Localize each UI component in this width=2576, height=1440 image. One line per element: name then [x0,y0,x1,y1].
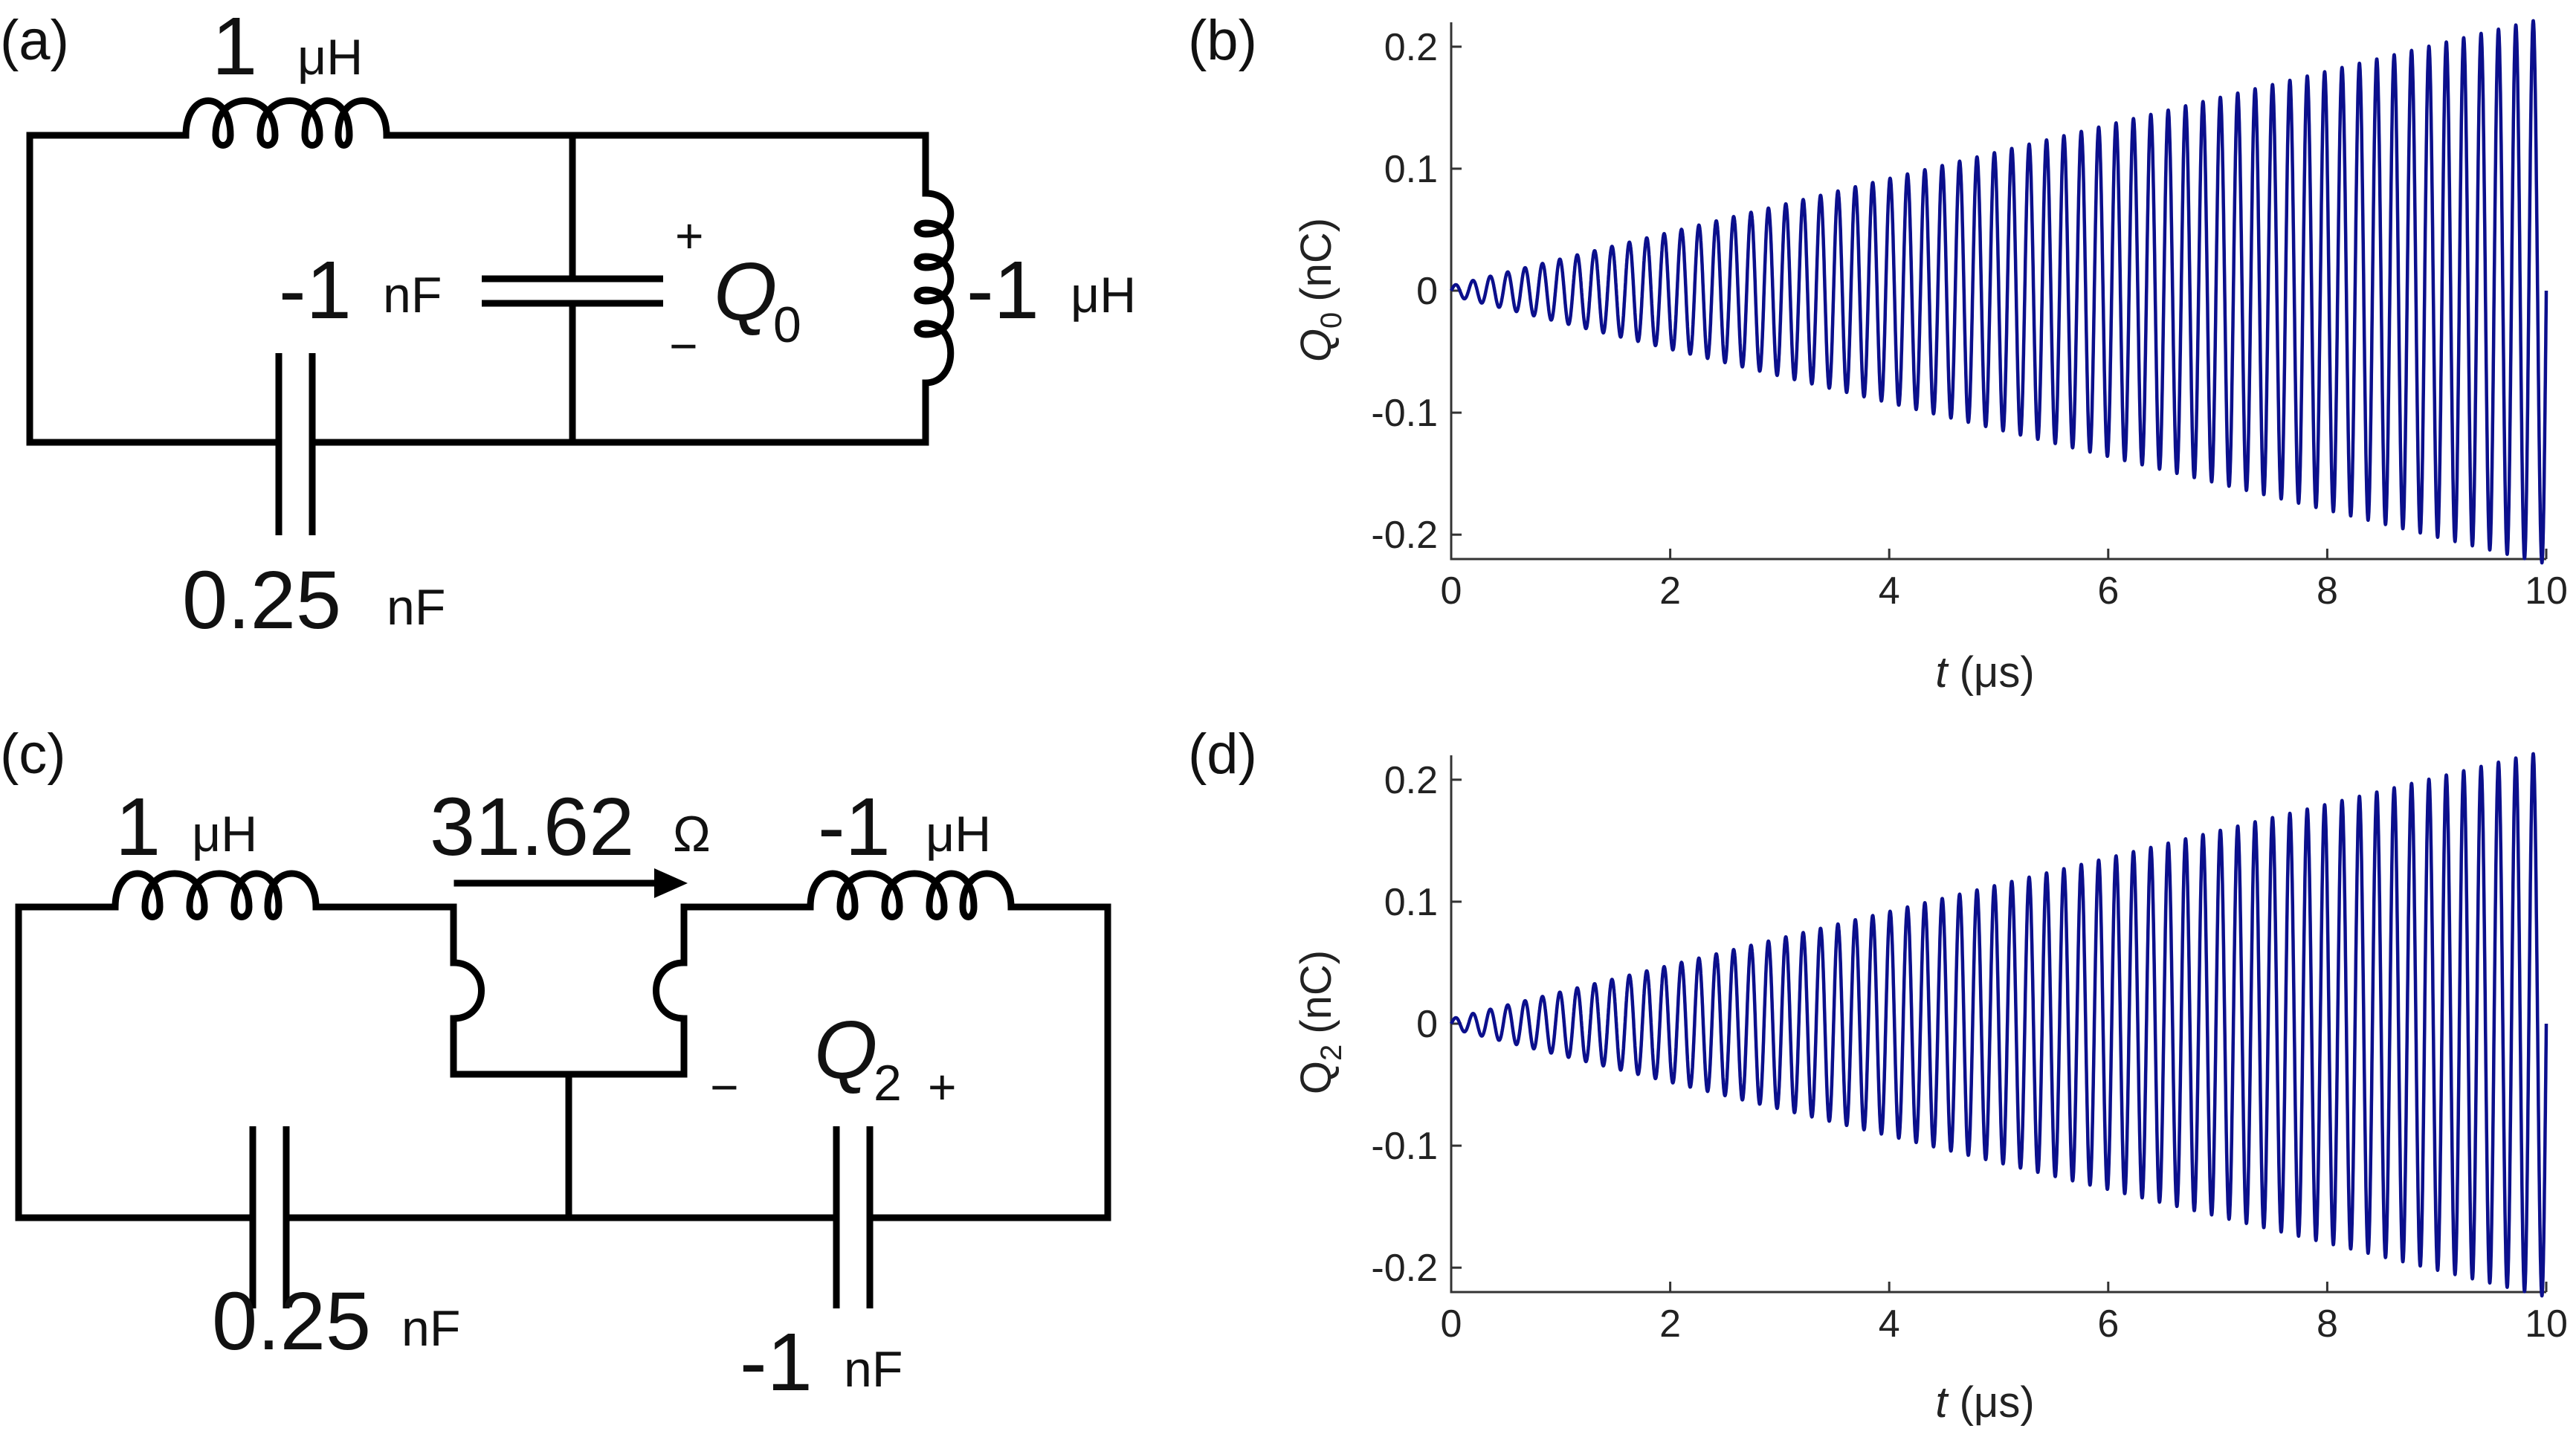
panel-c-inductor-left-value: 1 [115,781,161,873]
panel-c-cap-right-unit: nF [844,1341,903,1398]
panel-a-minus-sign: − [669,318,698,373]
panel-d-series-line [1449,752,2548,1298]
panel-c-gyrator-left-port [450,959,485,1022]
panel-b-ytick-label: 0.1 [1384,148,1438,191]
panel-a-inductor-top-value: 1 [212,1,257,92]
svg-text:Q0(nC): Q0 (nC) [1292,218,1348,362]
panel-c-cap-left-unit: nF [401,1300,460,1357]
panel-d-xtick-label: 6 [2097,1302,2119,1346]
panel-b-ylabel-sub: 0 [1315,312,1348,329]
panel-d-tag: (d) [1188,723,1257,786]
panel-c-cap-right-value: -1 [740,1317,813,1408]
panel-c-gyrator-unit: Ω [673,806,711,862]
panel-b-ytick-label: 0 [1416,270,1438,313]
panel-b-xlabel: t (μs) [1935,648,2034,697]
panel-c-cap-left-value: 0.25 [212,1276,371,1367]
panel-d-xtick-label: 8 [2317,1302,2338,1346]
panel-d-ytick-label: 0 [1416,1003,1438,1046]
panel-c: (c) 1 μH 31.62 Ω -1 μH − Q 2 + 0.25 nF [0,723,1111,1408]
panel-a-wires [26,132,929,446]
panel-a-plus-sign: + [675,208,704,263]
panel-d-ylabel-sub: 2 [1315,1045,1348,1061]
panel-d-ytick-label: 0.2 [1384,759,1438,802]
panel-d-ylabel-unit: (nC) [1292,950,1340,1034]
panel-d-xtick-label: 2 [1659,1302,1681,1346]
panel-d-ytick-label: -0.1 [1371,1125,1438,1168]
panel-a-inductor-right-unit: μH [1071,267,1136,323]
panel-d-xtick-label: 10 [2525,1302,2568,1346]
panel-d-ytick-label: -0.2 [1371,1247,1438,1290]
panel-b-xtick-label: 4 [1879,569,1900,613]
panel-b-xtick-label: 6 [2097,569,2119,613]
panel-a-inductor-top-unit: μH [297,29,363,85]
panel-c-inductor-right [807,870,1015,920]
panel-b-ylabel-unit: (nC) [1292,218,1340,302]
panel-b-xtick-label: 8 [2317,569,2338,613]
panel-b-xtick-label: 2 [1659,569,1681,613]
panel-c-inductor-right-value: -1 [818,781,891,873]
panel-a-inductor-right-value: -1 [966,245,1039,336]
panel-a: (a) 1 μH -1 nF + − Q 0 -1 μH 0.25 nF [0,1,1136,646]
panel-b-plot: 0 2 4 6 8 10 0.2 0.1 0 -0.1 -0.2 [1371,19,2568,613]
panel-c-inductor-left-unit: μH [192,806,257,862]
panel-a-cap-bottom-value: 0.25 [182,555,341,646]
panel-d-ylabel: Q2 (nC) [1292,950,1348,1094]
panel-b-ytick-label: -0.2 [1371,514,1438,557]
panel-b-xtick-label: 0 [1441,569,1462,613]
panel-b-xlabel-unit: (μs) [1960,648,2035,697]
panel-d-plot: 0 2 4 6 8 10 0.2 0.1 0 -0.1 -0.2 [1371,752,2568,1346]
panel-a-cap-mid-unit: nF [383,267,442,323]
panel-b-xlabel-symbol: t [1935,648,1949,697]
panel-b-ylabel-symbol: Q [1292,329,1340,362]
panel-b-ytick-label: 0.2 [1384,26,1438,69]
panel-a-inductor-right [914,190,955,387]
panel-c-charge-symbol: Q [814,1004,878,1096]
panel-d-xtick-label: 0 [1441,1302,1462,1346]
panel-a-cap-bottom-unit: nF [387,579,445,636]
panel-b-ytick-label: -0.1 [1371,392,1438,435]
panel-d-xtick-label: 4 [1879,1302,1900,1346]
panel-c-inductor-left [112,870,320,920]
panel-c-minus-sign: − [710,1059,739,1114]
panel-d-xlabel-unit: (μs) [1960,1378,2035,1427]
panel-c-plus-sign: + [928,1059,957,1114]
panel-c-tag: (c) [0,723,66,786]
panel-c-gyrator-value: 31.62 [430,781,634,873]
panel-c-inductor-right-unit: μH [926,806,991,862]
panel-a-charge-symbol: Q [714,246,778,338]
panel-b-ylabel: Q0 (nC) [1292,218,1348,362]
panel-d-ytick-label: 0.1 [1384,881,1438,924]
panel-a-charge-sub: 0 [773,297,801,353]
panel-d-xlabel-symbol: t [1935,1378,1949,1427]
panel-d-ylabel-symbol: Q [1292,1061,1340,1094]
svg-text:Q2(nC): Q2 (nC) [1292,950,1348,1094]
panel-b-xtick-label: 10 [2525,569,2568,613]
panel-b-tag: (b) [1188,9,1257,72]
panel-a-inductor-top [182,97,390,149]
panel-c-gyrator-right-port [653,959,688,1022]
panel-b-series-line [1449,19,2548,565]
panel-a-tag: (a) [0,9,69,72]
panel-c-charge-sub: 2 [874,1055,902,1111]
panel-a-cap-mid-value: -1 [279,245,352,336]
panel-c-gyrator-arrow-head [654,868,688,898]
panel-d-xlabel: t (μs) [1935,1378,2034,1427]
